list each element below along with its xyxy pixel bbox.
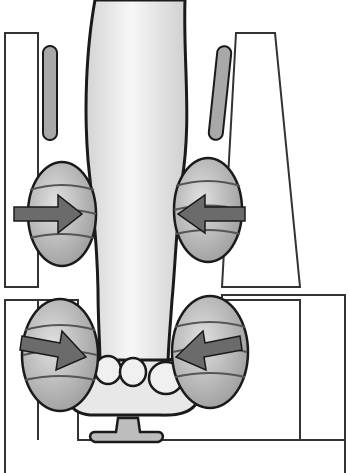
left-slot <box>43 46 57 140</box>
leg <box>86 0 187 365</box>
right-slot <box>208 46 232 141</box>
right-side-panel <box>222 33 300 287</box>
pedal <box>90 418 163 442</box>
left-side-panel <box>5 33 38 287</box>
toe <box>120 358 146 386</box>
